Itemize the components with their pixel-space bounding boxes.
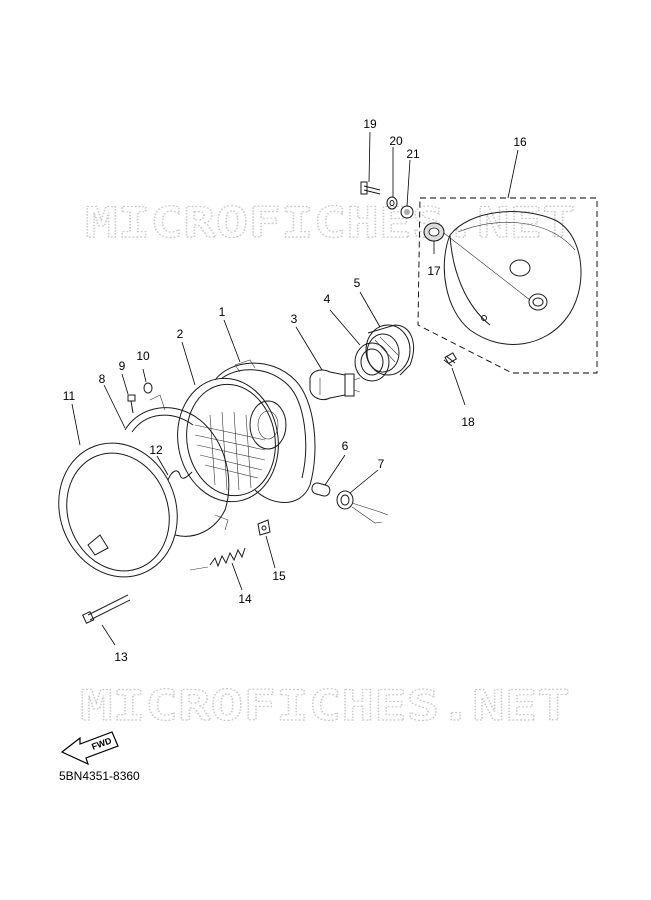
part-15-nut bbox=[257, 519, 271, 536]
callout-8: 8 bbox=[99, 372, 106, 386]
callout-17: 17 bbox=[427, 264, 441, 278]
part-18-screw bbox=[443, 352, 458, 367]
part-21-collar bbox=[400, 205, 414, 219]
callout-7: 7 bbox=[378, 457, 385, 471]
callout-9: 9 bbox=[119, 359, 126, 373]
part-14-spring bbox=[189, 547, 246, 571]
callout-16: 16 bbox=[513, 135, 527, 149]
callout-6: 6 bbox=[342, 439, 349, 453]
part-11-outer-ring bbox=[58, 442, 178, 578]
callout-3: 3 bbox=[291, 312, 298, 326]
part-4-retaining-ring bbox=[354, 342, 390, 382]
part-17-grommet bbox=[423, 222, 445, 242]
callout-21: 21 bbox=[406, 147, 420, 161]
part-8-headlight-rim bbox=[124, 394, 230, 537]
callout-20: 20 bbox=[389, 134, 403, 148]
callout-5: 5 bbox=[354, 276, 361, 290]
callout-1: 1 bbox=[219, 305, 226, 319]
part-13-long-screw bbox=[82, 594, 131, 624]
callout-10: 10 bbox=[136, 349, 150, 363]
callout-19: 19 bbox=[363, 117, 377, 131]
part-12-wire bbox=[167, 470, 193, 481]
callout-11: 11 bbox=[63, 389, 76, 403]
part-9-screw bbox=[127, 394, 136, 414]
callout-15: 15 bbox=[272, 569, 286, 583]
callout-12: 12 bbox=[149, 443, 163, 457]
callout-2: 2 bbox=[177, 327, 184, 341]
watermark-top: MICROFICHES.NET bbox=[85, 198, 575, 247]
callout-13: 13 bbox=[114, 650, 128, 664]
part-19-bolt bbox=[360, 181, 381, 195]
callout-14: 14 bbox=[238, 592, 252, 606]
drawing-code: 5BN4351-8360 bbox=[59, 769, 140, 783]
part-16-headlight-housing bbox=[417, 197, 598, 374]
part-5-bulb-socket bbox=[365, 324, 414, 376]
part-7-bulb-socket-small bbox=[336, 490, 389, 524]
part-2-lens bbox=[177, 377, 279, 503]
part-20-washer bbox=[386, 196, 398, 210]
callout-18: 18 bbox=[461, 415, 475, 429]
callout-4: 4 bbox=[324, 292, 331, 306]
part-6-position-bulb bbox=[311, 482, 331, 497]
watermark-bottom: MICROFICHES.NET bbox=[80, 681, 570, 730]
leader-lines bbox=[71, 131, 519, 646]
part-3-headlight-bulb bbox=[309, 369, 361, 401]
part-1-reflector-unit bbox=[214, 359, 316, 503]
part-10-washer bbox=[143, 382, 153, 394]
fwd-arrow-icon: FWD bbox=[60, 731, 119, 766]
